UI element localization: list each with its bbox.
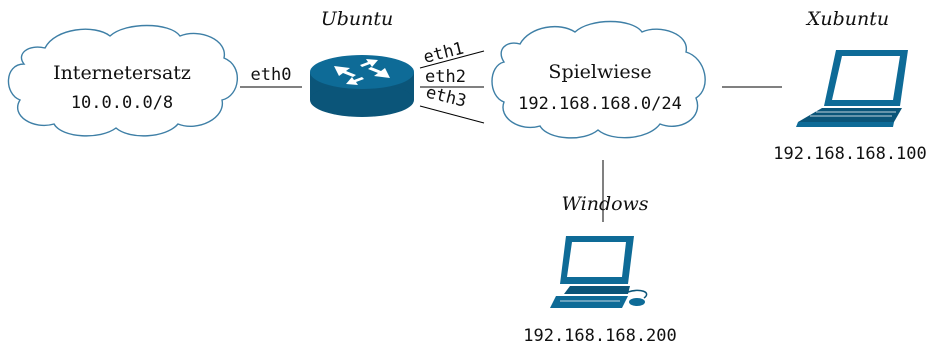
router-name: Ubuntu	[321, 8, 394, 30]
playground-cloud: Spielwiese 192.168.168.0/24	[491, 20, 706, 139]
router-icon	[310, 55, 414, 117]
cloud-icon	[491, 20, 706, 139]
internet-title: Internetersatz	[53, 62, 191, 84]
link-eth1	[419, 50, 485, 69]
laptop-icon	[796, 50, 908, 127]
playground-subnet: 192.168.168.0/24	[518, 94, 682, 114]
windows-name: Windows	[561, 193, 648, 215]
link-eth3	[419, 105, 485, 124]
desktop-computer-icon	[550, 236, 648, 308]
xubuntu-name: Xubuntu	[805, 8, 889, 30]
windows-ip: 192.168.168.200	[523, 326, 677, 346]
playground-title: Spielwiese	[548, 61, 651, 83]
label-eth2: eth2	[425, 67, 466, 87]
label-eth0: eth0	[251, 65, 292, 85]
cloud-icon	[7, 24, 239, 137]
internet-subnet: 10.0.0.0/8	[71, 93, 173, 113]
internet-cloud: Internetersatz 10.0.0.0/8	[7, 24, 239, 137]
xubuntu-ip: 192.168.168.100	[773, 144, 927, 164]
label-eth1: eth1	[421, 39, 466, 68]
